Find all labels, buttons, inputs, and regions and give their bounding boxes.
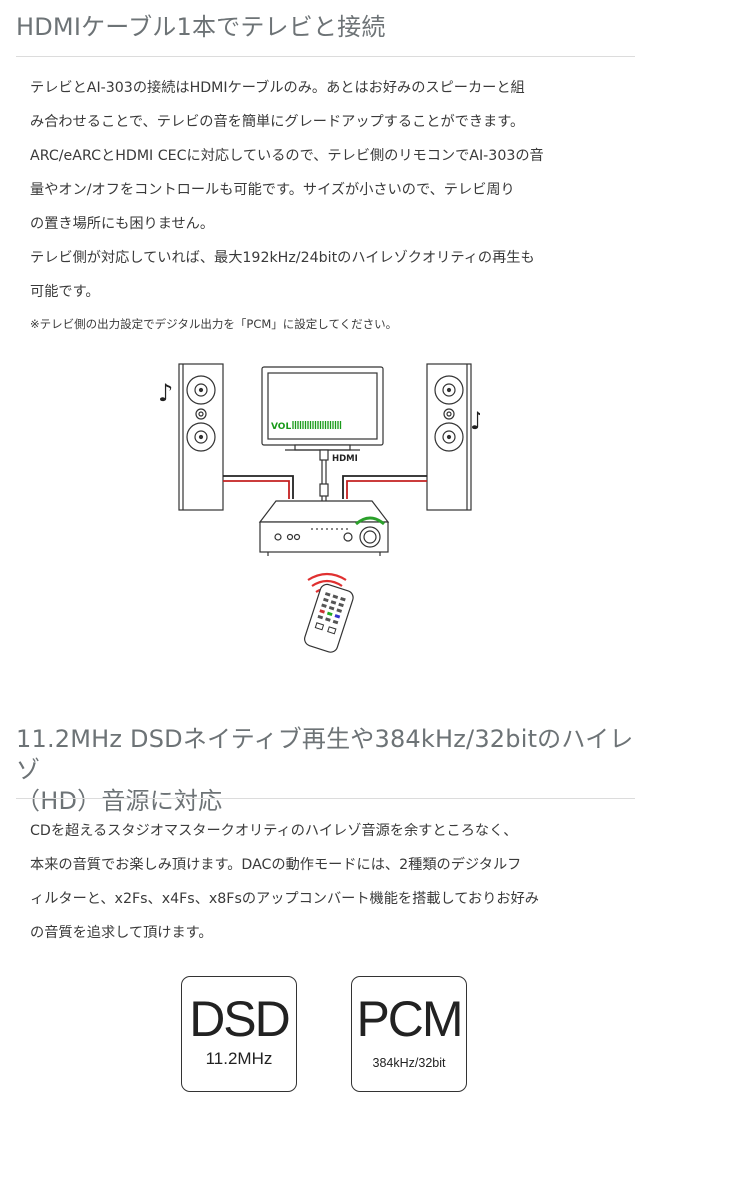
television <box>261 366 384 451</box>
amplifier <box>258 500 390 556</box>
paragraph-line: 量やオン/オフをコントロールも可能です。サイズが小さいので、テレビ周り <box>30 182 515 198</box>
paragraph-line: み合わせることで、テレビの音を簡単にグレードアップすることができます。 <box>30 114 525 130</box>
heading-line: （HD）音源に対応 <box>16 787 223 815</box>
section-heading-hires: 11.2MHz DSDネイティブ再生や384kHz/32bitのハイレゾ （HD… <box>16 724 636 817</box>
heading-line: 11.2MHz DSDネイティブ再生や384kHz/32bitのハイレゾ <box>16 725 634 784</box>
speaker-cable-left <box>223 475 294 499</box>
left-speaker <box>178 363 224 511</box>
music-note-icon: ♪ <box>470 407 480 435</box>
pcm-badge: PCM 384kHz/32bit <box>351 976 467 1092</box>
paragraph-line: 本来の音質でお楽しみ頂けます。DACの動作モードには、2種類のデジタルフ <box>30 857 522 873</box>
paragraph-line: ARC/eARCとHDMI CECに対応しているので、テレビ側のリモコンでAI-… <box>30 148 544 164</box>
paragraph-line: CDを超えるスタジオマスタークオリティのハイレゾ音源を余すところなく、 <box>30 823 518 839</box>
badge-title: PCM <box>356 991 463 1047</box>
badge-subtitle: 384kHz/32bit <box>372 1056 446 1070</box>
paragraph-line: ィルターと、x2Fs、x4Fs、x8Fsのアップコンバート機能を搭載しておりお好… <box>30 891 539 907</box>
section-divider <box>16 798 635 799</box>
section-heading-hdmi: HDMIケーブル1本でテレビと接続 <box>16 13 386 41</box>
paragraph-line: テレビとAI-303の接続はHDMIケーブルのみ。あとはお好みのスピーカーと組 <box>30 80 525 96</box>
volume-bar <box>292 421 342 429</box>
section-divider <box>16 56 635 57</box>
tv-volume-label: VOL <box>271 422 291 432</box>
pcm-setting-note: ※テレビ側の出力設定でデジタル出力を「PCM」に設定してください。 <box>30 317 398 331</box>
section-paragraph-hires: CDを超えるスタジオマスタークオリティのハイレゾ音源を余すところなく、 本来の音… <box>30 814 630 950</box>
speaker-cable-right <box>342 475 427 499</box>
right-speaker <box>426 363 472 511</box>
dsd-badge: DSD 11.2MHz <box>181 976 297 1092</box>
hdmi-logo: HDMI <box>332 454 358 464</box>
paragraph-line: の音質を追求して頂けます。 <box>30 925 213 941</box>
badge-title: DSD <box>189 991 291 1047</box>
section-paragraph-hdmi: テレビとAI-303の接続はHDMIケーブルのみ。あとはお好みのスピーカーと組 … <box>30 71 630 309</box>
amp-indicator-dots <box>311 528 348 530</box>
connection-illustration: ♪ ♪ VOL HDMI <box>158 363 480 653</box>
badge-subtitle: 11.2MHz <box>205 1049 273 1068</box>
music-note-icon: ♪ <box>158 379 173 407</box>
hdmi-cable <box>319 449 329 504</box>
paragraph-line: テレビ側が対応していれば、最大192kHz/24bitのハイレゾクオリティの再生… <box>30 250 535 266</box>
paragraph-line: 可能です。 <box>30 284 100 300</box>
volume-arc-indicator <box>355 516 385 526</box>
paragraph-line: の置き場所にも困りません。 <box>30 216 215 232</box>
remote-control <box>304 583 354 653</box>
